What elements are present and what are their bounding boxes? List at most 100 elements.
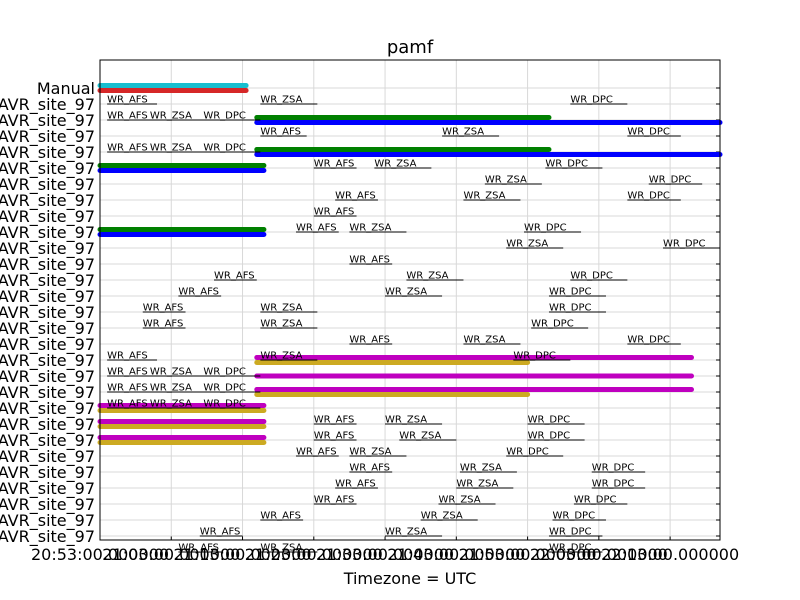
y-tick-label: AVR_site_97 — [0, 431, 95, 451]
y-tick-label: AVR_site_97 — [0, 463, 95, 483]
annotation-label: WR_DPC — [203, 367, 246, 378]
annotation-label: WR_AFS — [260, 511, 301, 522]
x-tick-labels: 20:53:00.00000021:03:00.00000021:13:00.0… — [31, 545, 739, 564]
annotation-label: WR_ZSA — [463, 335, 505, 346]
annotation-label: WR_DPC — [528, 415, 571, 426]
annotation-label: WR_ZSA — [349, 447, 391, 458]
annotation-label: WR_AFS — [107, 95, 148, 106]
y-tick-label: AVR_site_97 — [0, 223, 95, 243]
annotation-label: WR_ZSA — [385, 415, 427, 426]
annotation-label: WR_AFS — [349, 335, 390, 346]
annotation-label: WR_ZSA — [485, 175, 527, 186]
annotation-label: WR_DPC — [545, 159, 588, 170]
y-tick-label: AVR_site_97 — [0, 255, 95, 275]
annotation-label: WR_ZSA — [460, 463, 502, 474]
annotation-label: WR_ZSA — [150, 367, 192, 378]
annotation-label: WR_DPC — [203, 143, 246, 154]
annotation-label: WR_AFS — [143, 319, 184, 330]
y-tick-label: AVR_site_97 — [0, 527, 95, 547]
y-tick-label: Manual — [37, 79, 95, 98]
annotation-label: WR_ZSA — [442, 127, 484, 138]
annotation-label: WR_DPC — [549, 543, 592, 554]
annotation-label: WR_ZSA — [150, 111, 192, 122]
annotation-label: WR_AFS — [335, 479, 376, 490]
x-tick-label: 21:43:00.000000 — [387, 545, 525, 564]
x-tick-label: 21:13:00.000000 — [174, 545, 312, 564]
y-tick-label: AVR_site_97 — [0, 143, 95, 163]
annotation-label: WR_DPC — [649, 175, 692, 186]
annotation-label: WR_DPC — [627, 335, 670, 346]
annotation-label: WR_AFS — [178, 543, 219, 554]
y-tick-label: AVR_site_97 — [0, 479, 95, 499]
annotation-label: WR_ZSA — [421, 511, 463, 522]
annotation-label: WR_DPC — [553, 511, 596, 522]
y-tick-label: AVR_site_97 — [0, 447, 95, 467]
annotation-label: WR_DPC — [524, 223, 567, 234]
annotation-label: WR_ZSA — [385, 287, 427, 298]
x-tick-label: 22:03:00.000000 — [530, 545, 668, 564]
annotation-label: WR_ZSA — [399, 431, 441, 442]
annotation-label: WR_DPC — [203, 111, 246, 122]
annotation-label: WR_ZSA — [260, 543, 302, 554]
annotation-label: WR_ZSA — [456, 479, 498, 490]
annotation-label: WR_AFS — [200, 527, 241, 538]
annotation-label: WR_AFS — [107, 367, 148, 378]
annotation-label: WR_ZSA — [439, 495, 481, 506]
y-tick-label: AVR_site_97 — [0, 111, 95, 131]
y-tick-label: AVR_site_97 — [0, 239, 95, 259]
x-tick-label: 21:23:00.000000 — [245, 545, 383, 564]
annotation-label: WR_AFS — [107, 143, 148, 154]
y-tick-label: AVR_site_97 — [0, 287, 95, 307]
annotation-label: WR_AFS — [314, 415, 355, 426]
annotation-label: WR_DPC — [549, 303, 592, 314]
x-tick-label: 21:03:00.000000 — [102, 545, 240, 564]
annotation-label: WR_ZSA — [260, 319, 302, 330]
y-tick-label: AVR_site_97 — [0, 127, 95, 147]
annotation-label: WR_ZSA — [150, 383, 192, 394]
y-tick-label: AVR_site_97 — [0, 207, 95, 227]
annotation-label: WR_ZSA — [506, 239, 548, 250]
y-tick-label: AVR_site_97 — [0, 495, 95, 515]
y-tick-labels: ManualAVR_site_97AVR_site_97AVR_site_97A… — [0, 79, 95, 547]
annotation-label: WR_DPC — [203, 383, 246, 394]
y-tick-label: AVR_site_97 — [0, 511, 95, 531]
annotation-label: WR_DPC — [627, 191, 670, 202]
x-tick-label: 21:53:00.000000 — [459, 545, 597, 564]
annotation-label: WR_AFS — [107, 399, 148, 410]
y-tick-label: AVR_site_97 — [0, 175, 95, 195]
y-tick-label: AVR_site_97 — [0, 415, 95, 435]
annotation-label: WR_ZSA — [260, 303, 302, 314]
plot-frame — [99, 59, 721, 541]
x-tick-label: 21:33:00.000000 — [316, 545, 454, 564]
annotation-label: WR_AFS — [314, 159, 355, 170]
annotation-label: WR_DPC — [506, 447, 549, 458]
annotation-label: WR_DPC — [627, 127, 670, 138]
y-tick-label: AVR_site_97 — [0, 191, 95, 211]
annotation-label: WR_ZSA — [463, 191, 505, 202]
annotation-label: WR_AFS — [296, 447, 337, 458]
annotation-label: WR_ZSA — [150, 143, 192, 154]
annotation-label: WR_ZSA — [385, 527, 427, 538]
y-tick-label: AVR_site_97 — [0, 399, 95, 419]
y-tick-label: AVR_site_97 — [0, 303, 95, 323]
y-tick-label: AVR_site_97 — [0, 335, 95, 355]
annotation-label: WR_AFS — [143, 303, 184, 314]
annotation-label: WR_AFS — [107, 383, 148, 394]
annotation-label: WR_AFS — [178, 287, 219, 298]
annotation-label: WR_AFS — [260, 127, 301, 138]
annotation-label: WR_DPC — [570, 271, 613, 282]
annotation-label: WR_DPC — [570, 95, 613, 106]
annotation-label: WR_AFS — [107, 351, 148, 362]
x-tick-label: 20:53:00.000000 — [31, 545, 169, 564]
y-tick-label: AVR_site_97 — [0, 159, 95, 179]
x-tick-label: 22:13:00.000000 — [601, 545, 739, 564]
y-tick-label: AVR_site_97 — [0, 351, 95, 371]
annotation-label: WR_ZSA — [260, 95, 302, 106]
annotation-label: WR_DPC — [592, 463, 635, 474]
annotation-label: WR_ZSA — [150, 399, 192, 410]
annotation-label: WR_DPC — [549, 527, 592, 538]
bars — [97, 83, 723, 445]
chart-title: pamf — [387, 37, 434, 58]
annotation-label: WR_ZSA — [374, 159, 416, 170]
